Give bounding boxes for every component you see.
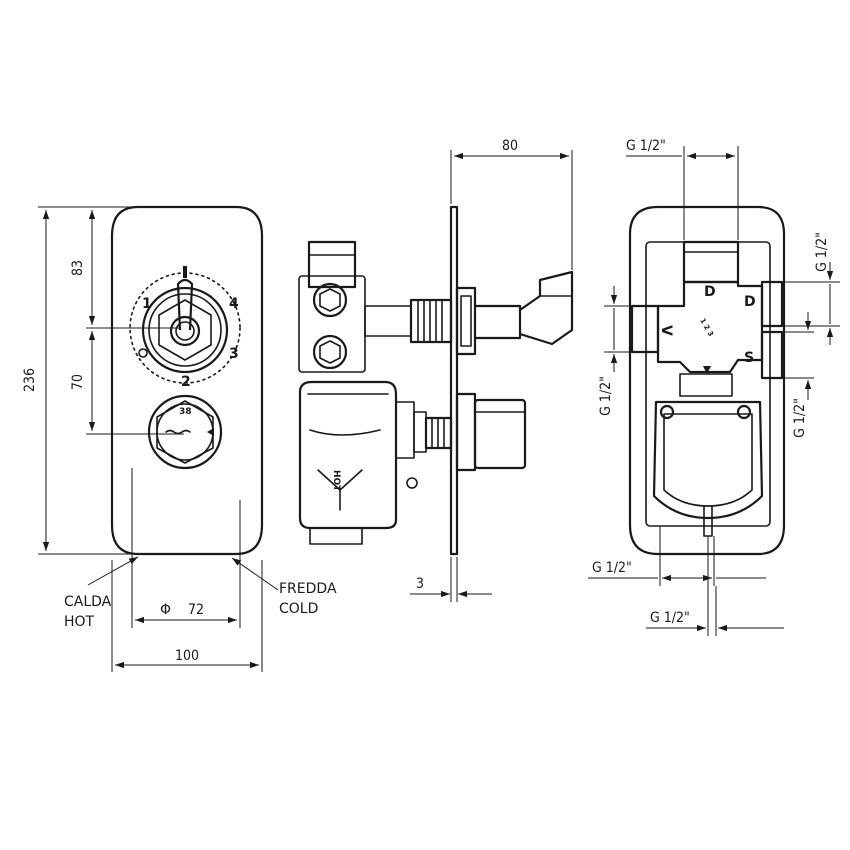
valve-body-upper — [298, 240, 574, 373]
knob-pointer-icon — [207, 428, 214, 436]
diverter-ring-inner — [148, 293, 222, 367]
dim-72-text: 72 — [188, 602, 204, 618]
dim-knob-diameter: Φ 72 — [131, 468, 241, 628]
rear-cartridge — [652, 400, 764, 520]
front-view: 236 83 70 1 4 3 2 — [22, 205, 337, 672]
dial-number-1: 1 — [142, 296, 152, 312]
dim-depth: 80 — [450, 138, 573, 270]
rear-plate — [628, 205, 786, 556]
diverter-dial: 1 4 3 2 — [129, 266, 241, 390]
flow-arrow-icon — [703, 366, 711, 374]
side-view: 80 3 — [298, 138, 574, 602]
diverter-lever — [176, 278, 194, 331]
inlet-port-bottom — [312, 334, 348, 370]
thread-right-upper: G 1/2" — [814, 232, 830, 272]
label-calda: CALDA — [64, 594, 112, 610]
dim-70-text: 70 — [70, 374, 86, 390]
side-plate — [449, 205, 459, 556]
hot-cold-labels: CALDA HOT FREDDA COLD — [64, 556, 337, 630]
diverter-knob-hub — [169, 315, 201, 347]
label-fredda: FREDDA — [279, 581, 337, 597]
rear-dims: G 1/2" G 1/2" G 1/2" G 1/2" — [588, 138, 840, 636]
dim-top-axis: 83 — [70, 210, 180, 329]
port-top — [682, 240, 740, 284]
center-marks: 1 2 3 — [698, 317, 715, 338]
label-cold: COLD — [279, 601, 318, 617]
phi-symbol: Φ — [160, 602, 171, 618]
dim-3-text: 3 — [416, 576, 424, 592]
port-right-upper — [760, 280, 784, 328]
dim-80-text: 80 — [502, 138, 518, 154]
thread-bottom-2: G 1/2" — [650, 610, 690, 626]
dim-axis-spacing: 70 — [70, 331, 184, 435]
dim-100-text: 100 — [175, 648, 199, 664]
screw-left — [659, 404, 675, 420]
front-plate — [110, 205, 264, 556]
screw-right — [736, 404, 752, 420]
inlet-port-top — [312, 282, 348, 318]
knob-logo — [165, 429, 191, 435]
dim-total-height: 236 — [22, 206, 132, 555]
port-label-top-d: D — [704, 284, 716, 300]
diverter-lever-side — [519, 270, 574, 346]
knob-outer — [147, 394, 223, 470]
dial-number-3: 3 — [229, 346, 239, 362]
thread-right-lower: G 1/2" — [792, 398, 808, 438]
dial-number-4: 4 — [229, 296, 239, 312]
dial-number-2: 2 — [181, 374, 191, 390]
port-label-left-v: V — [658, 325, 674, 336]
port-label-bottom-s: S — [744, 350, 754, 366]
thread-bottom-1: G 1/2" — [592, 560, 632, 576]
label-hot: HOT — [64, 614, 95, 630]
dial-dot — [138, 348, 148, 358]
port-label-right-d: D — [744, 294, 756, 310]
port-left — [630, 304, 660, 354]
diverter-ring-outer — [141, 286, 229, 374]
body-label-hot: HOT — [331, 470, 341, 492]
thermostat-knob-side — [473, 398, 527, 470]
thread-left-mid: G 1/2" — [598, 376, 614, 416]
thread-top: G 1/2" — [626, 138, 666, 154]
knob-label-38: 38 — [179, 407, 192, 417]
thermostat-knob: 38 — [147, 394, 223, 470]
dim-total-height-text: 236 — [22, 368, 38, 392]
dim-plate-thickness: 3 — [410, 557, 492, 602]
dim-83-text: 83 — [70, 260, 86, 276]
diverter-hex — [158, 299, 212, 361]
knob-hex — [156, 400, 214, 464]
rear-view: D D V S 1 2 3 G 1/2" G 1/2" — [588, 138, 840, 636]
port-right-lower — [760, 330, 784, 380]
valve-body-lower: HOT — [298, 380, 527, 545]
